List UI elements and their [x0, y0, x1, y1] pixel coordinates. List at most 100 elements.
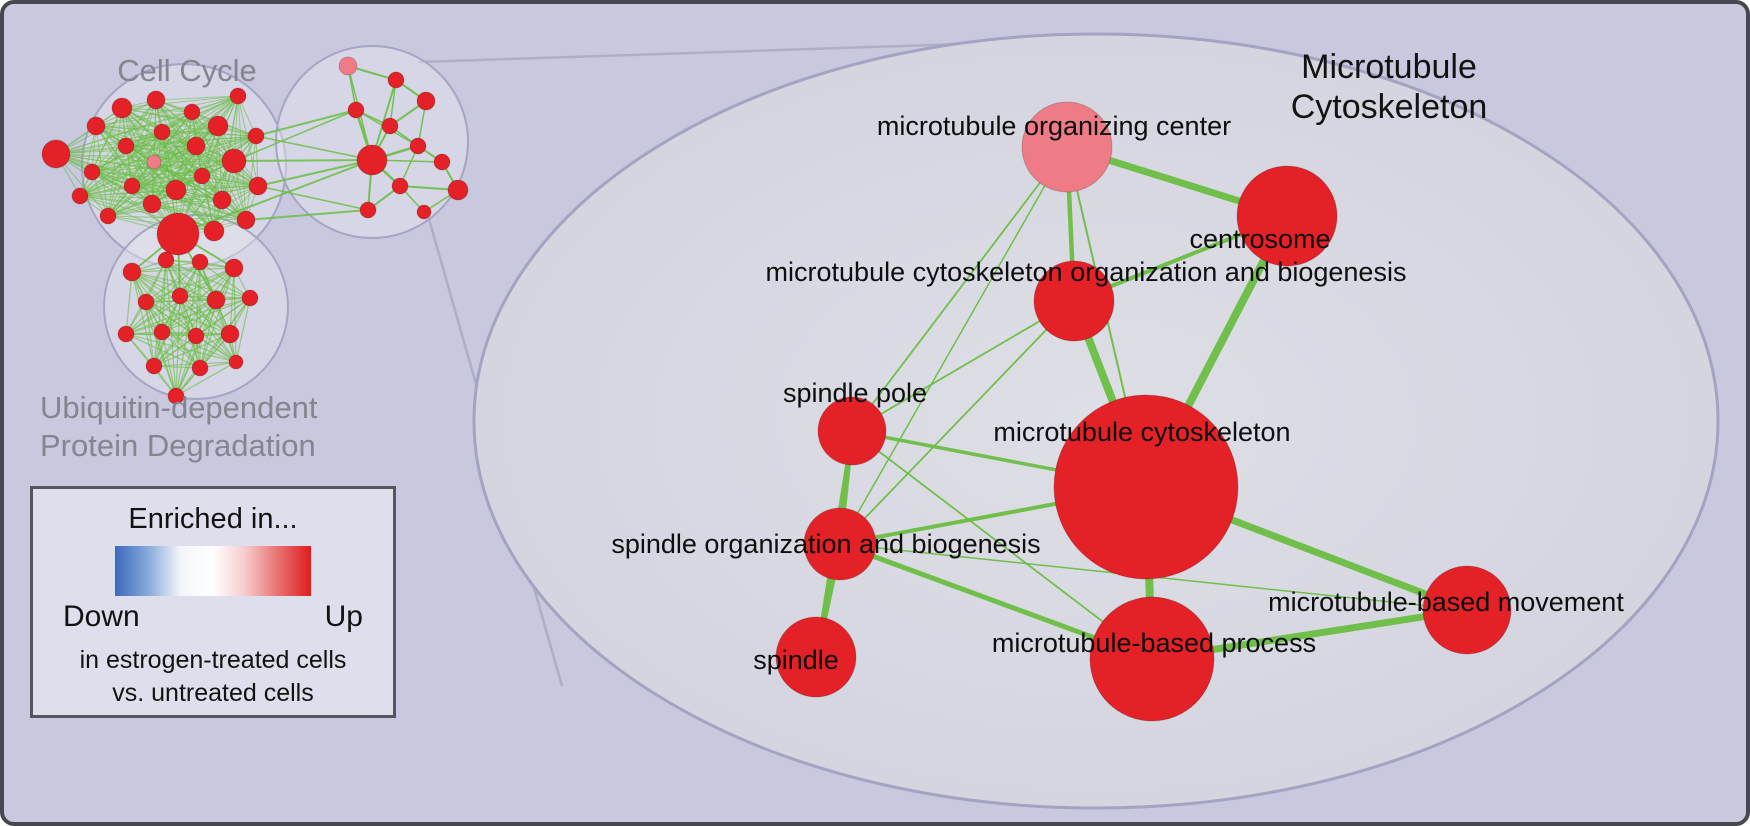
detail-node-label-mc: microtubule cytoskeleton — [993, 417, 1290, 447]
detail-node-spindle — [775, 616, 857, 698]
overview-node — [409, 137, 427, 155]
overview-cross-edge — [233, 109, 357, 162]
overview-node — [71, 187, 89, 205]
overview-node — [191, 253, 209, 271]
detail-node-sob — [803, 507, 877, 581]
overview-edge — [125, 295, 181, 335]
detail-edge-sp-mbp — [851, 430, 1153, 660]
overview-edge — [179, 267, 235, 297]
overview-edge — [161, 331, 201, 369]
detail-node-label-mbm: microtubule-based movement — [1268, 587, 1624, 617]
overview-node — [391, 177, 409, 195]
overview-node — [111, 97, 133, 119]
overview-node — [146, 90, 166, 110]
overview-edge — [177, 95, 239, 235]
overview-node — [183, 103, 201, 121]
overview-edge — [155, 99, 203, 177]
cell-cycle-cluster-label: Cell Cycle — [117, 53, 257, 88]
overview-node — [193, 167, 211, 185]
overview-edge — [79, 135, 257, 197]
overview-node — [347, 101, 365, 119]
detail-node-label-cen: centrosome — [1189, 224, 1330, 254]
overview-node — [83, 163, 101, 181]
overview-edge — [179, 295, 237, 363]
overview-edge — [195, 261, 201, 337]
overview-edge — [125, 271, 133, 335]
overview-node — [191, 359, 209, 377]
overview-node — [206, 290, 226, 310]
overview-node — [137, 293, 155, 311]
overview-edge — [79, 95, 239, 197]
overview-edge — [131, 185, 215, 232]
overview-cross-edge — [245, 209, 369, 221]
overview-edge — [107, 185, 259, 217]
overview-edge — [131, 267, 235, 273]
overview-node — [145, 357, 163, 375]
overview-edge — [161, 331, 177, 397]
overview-edge — [79, 107, 123, 197]
detail-node-label-spindle: spindle — [753, 645, 839, 675]
overview-edge — [79, 145, 127, 197]
detail-title-line1: Microtubule — [1301, 48, 1477, 86]
overview-node — [338, 56, 358, 76]
overview-edge — [201, 175, 259, 187]
overview-edge — [79, 111, 193, 197]
overview-edge — [107, 107, 123, 217]
detail-node-label-sp: spindle pole — [783, 378, 927, 408]
overview-node — [220, 324, 240, 344]
overview-edge — [125, 299, 217, 335]
overview-edge — [145, 267, 235, 303]
cluster-circle-microtubule-mini — [275, 45, 469, 239]
detail-node-label-sob: spindle organization and biogenesis — [611, 529, 1040, 559]
overview-edge — [125, 333, 237, 363]
overview-edge — [165, 259, 237, 363]
overview-node — [387, 71, 405, 89]
overview-node — [146, 154, 162, 170]
overview-node — [157, 251, 175, 269]
overview-node — [447, 179, 469, 201]
detail-edge-mcob-sob — [839, 300, 1075, 545]
overview-node — [117, 325, 135, 343]
overview-edge — [107, 131, 163, 217]
overview-edge — [213, 185, 259, 232]
overview-edge — [55, 95, 239, 155]
detail-edge-moc-sob — [839, 146, 1068, 545]
ubiquitin-cluster-label-line1: Ubiquitin-dependent — [40, 390, 318, 425]
legend-title: Enriched in... — [128, 503, 298, 535]
legend-subtitle-line2: vs. untreated cells — [112, 678, 314, 707]
detail-node-sp — [817, 396, 887, 466]
overview-edge — [121, 107, 193, 113]
overview-edge — [79, 195, 247, 221]
overview-edge — [161, 95, 239, 133]
detail-network: microtubule organizing centercentrosomem… — [611, 101, 1624, 722]
detail-node-cen — [1236, 165, 1338, 267]
overview-node — [416, 91, 436, 111]
overview-edge — [131, 271, 155, 367]
overview-edge — [125, 297, 251, 335]
overview-node — [165, 179, 187, 201]
detail-node-mcob — [1033, 260, 1115, 342]
overview-edge — [195, 135, 257, 147]
overview-node — [212, 190, 232, 210]
overview-node — [207, 115, 229, 137]
overview-edge — [125, 99, 157, 147]
overview-edge — [79, 125, 97, 197]
overview-edge — [145, 261, 201, 303]
overview-node — [117, 137, 135, 155]
network-canvas: microtubule organizing centercentrosomem… — [40, 32, 1720, 810]
detail-node-moc — [1021, 101, 1113, 193]
overview-node — [122, 262, 142, 282]
detail-node-mc — [1053, 394, 1239, 580]
overview-node — [186, 136, 206, 156]
overview-edge — [153, 335, 197, 367]
overview-edge — [79, 160, 235, 197]
overview-edge — [155, 95, 239, 101]
overview-edge — [199, 267, 235, 369]
overview-node — [123, 177, 141, 195]
detail-title-line2: Cytoskeleton — [1291, 88, 1488, 126]
overview-cross-edge — [233, 159, 373, 162]
overview-node — [203, 220, 225, 242]
detail-node-mbp — [1089, 596, 1215, 722]
overview-node — [247, 127, 265, 145]
overview-cross-edge — [177, 159, 373, 235]
